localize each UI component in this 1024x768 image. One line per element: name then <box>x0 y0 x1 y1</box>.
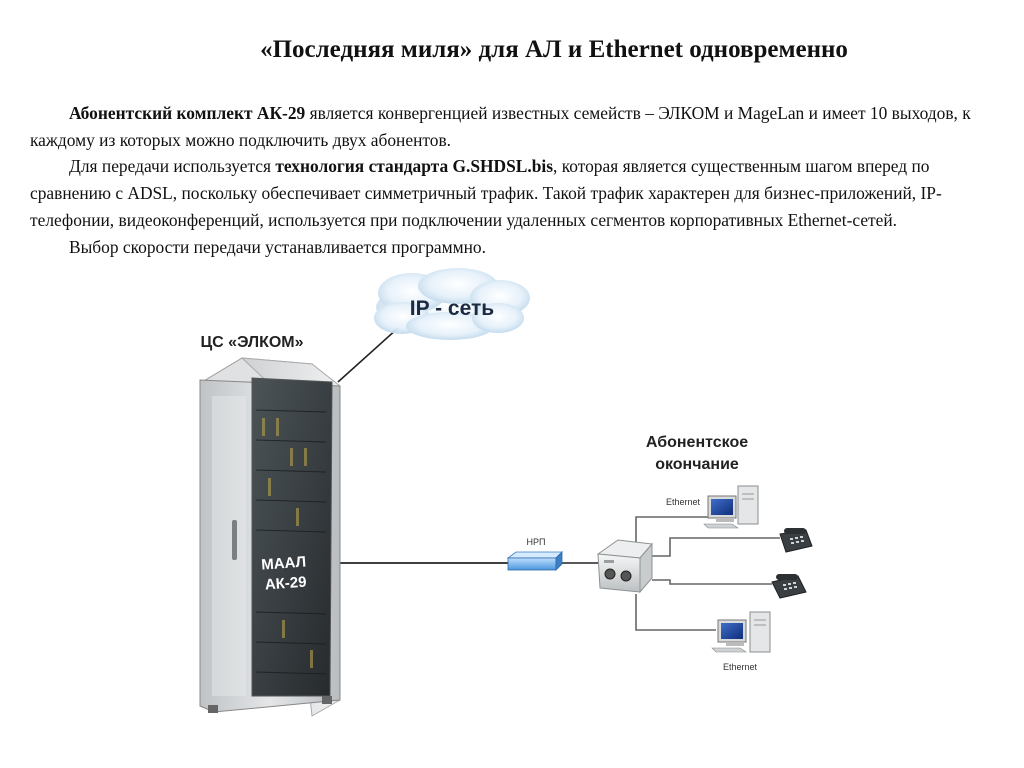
nrp-label: НРП <box>527 537 546 547</box>
rack-label: ЦС «ЭЛКОМ» <box>200 334 303 351</box>
paragraph-2-start: Для передачи используется <box>69 156 276 177</box>
slide-title: «Последняя миля» для АЛ и Ethernet однов… <box>0 36 1024 64</box>
subscriber-label-line2: окончание <box>655 456 739 473</box>
computer-bottom-icon <box>711 611 771 653</box>
subscriber-terminal-box <box>596 539 653 594</box>
board-label-line2: АК-29 <box>264 574 307 594</box>
paragraph-2: Для передачи используется технология ста… <box>30 153 990 233</box>
computer-top-icon <box>703 485 759 529</box>
paragraph-3: Выбор скорости передачи устанавливается … <box>69 236 486 257</box>
ethernet-label-top: Ethernet <box>666 497 701 507</box>
paragraph-2-text: , которая является существенным шагом вп… <box>30 156 942 230</box>
ip-network-cloud: IP - сеть <box>374 268 530 340</box>
paragraph-1-bold: Абонентский комплект АК-29 <box>69 103 306 123</box>
rack-to-cloud-line <box>337 327 399 383</box>
subscriber-label-line1: Абонентское <box>646 434 748 451</box>
paragraph-1-text: является конвергенцией известных семейст… <box>30 103 971 150</box>
telephone-bottom-icon <box>771 574 807 599</box>
paragraph-2-bold: технология стандарта G.SHDSL.bis <box>275 156 554 177</box>
paragraph-1: Абонентский комплект АК-29 является конв… <box>30 100 990 153</box>
body-text: Абонентский комплект АК-29 является конв… <box>30 100 990 260</box>
fanout-lines <box>635 516 780 631</box>
telephone-top-icon <box>779 528 813 553</box>
ethernet-label-bottom: Ethernet <box>723 662 758 672</box>
board-label-line1: МААЛ <box>261 553 307 573</box>
slide-title-text: «Последняя миля» для АЛ и Ethernet однов… <box>260 36 848 63</box>
nrp-device <box>506 551 563 571</box>
ip-network-label: IP - сеть <box>410 297 494 320</box>
rack-cabinet <box>199 357 341 717</box>
